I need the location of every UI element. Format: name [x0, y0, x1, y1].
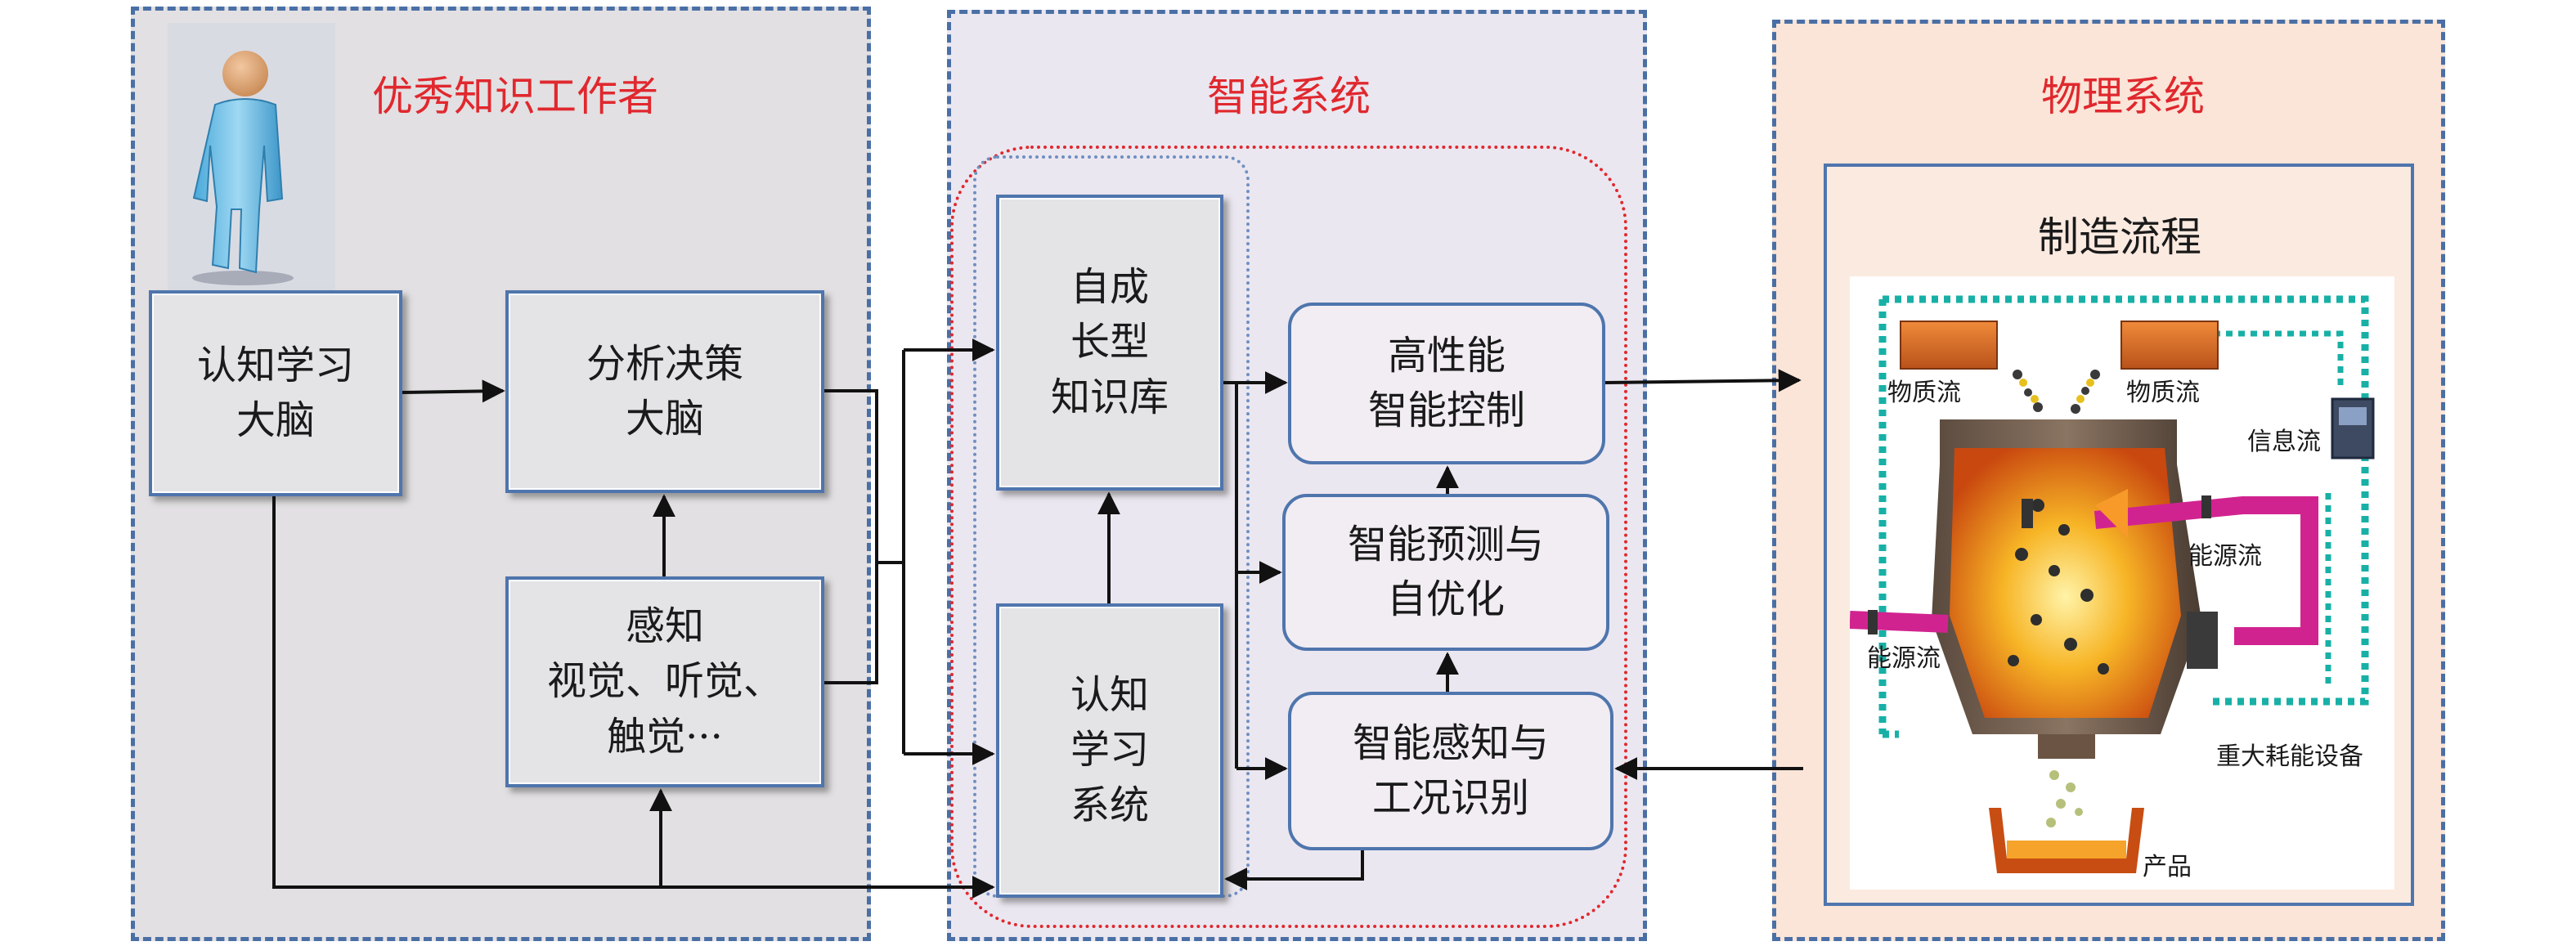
intelligent-sensing-box: 智能感知与 工况识别: [1288, 692, 1613, 850]
control-line-1: 高性能: [1387, 332, 1506, 379]
cognitive-learning-brain-box: 认知学习 大脑: [149, 290, 402, 496]
learning-system-line-2: 学习: [1070, 727, 1149, 773]
perception-line-3: 触觉···: [607, 713, 723, 760]
energy-flow-left-label: 能源流: [1867, 644, 1941, 673]
learning-system-line-3: 系统: [1070, 782, 1149, 828]
material-flow-left-label: 物质流: [1887, 379, 1961, 407]
worker-title: 优秀知识工作者: [372, 73, 658, 120]
knowledge-base-line-2: 长型: [1070, 319, 1149, 365]
perception-line-2: 视觉、听觉、: [546, 658, 783, 705]
energy-equipment-label: 重大耗能设备: [2216, 742, 2363, 771]
product-label: 产品: [2143, 853, 2192, 881]
intelligent-prediction-box: 智能预测与 自优化: [1282, 494, 1609, 651]
material-flow-right-label: 物质流: [2126, 379, 2200, 407]
energy-flow-right-label: 能源流: [2188, 542, 2262, 571]
manufacturing-process-title: 制造流程: [2038, 213, 2201, 261]
decision-brain-line-2: 大脑: [625, 396, 704, 442]
perception-box: 感知 视觉、听觉、 触觉···: [505, 576, 824, 787]
prediction-line-1: 智能预测与: [1347, 521, 1544, 567]
intelligent-control-box: 高性能 智能控制: [1288, 303, 1605, 464]
knowledge-base-line-1: 自成: [1070, 264, 1149, 311]
furnace-illustration: [1850, 276, 2394, 890]
person-icon: [192, 51, 294, 285]
info-flow-label: 信息流: [2247, 428, 2321, 456]
sensing-line-2: 工况识别: [1371, 775, 1529, 821]
prediction-line-2: 自优化: [1386, 576, 1505, 622]
cognitive-brain-line-1: 认知学习: [196, 342, 354, 388]
analysis-decision-brain-box: 分析决策 大脑: [505, 290, 824, 493]
blast-furnace-icon: [1850, 295, 2375, 873]
cognitive-brain-line-2: 大脑: [236, 397, 315, 443]
knowledge-base-box: 自成 长型 知识库: [996, 195, 1223, 491]
knowledge-base-line-3: 知识库: [1050, 374, 1169, 420]
learning-system-line-1: 认知: [1070, 672, 1149, 719]
decision-brain-line-1: 分析决策: [586, 340, 743, 387]
control-line-2: 智能控制: [1367, 388, 1525, 433]
intelligent-red-dotted-outline: [950, 146, 1627, 928]
perception-line-1: 感知: [625, 603, 704, 650]
sensing-line-1: 智能感知与: [1352, 720, 1549, 766]
learning-system-box: 认知 学习 系统: [996, 603, 1223, 898]
physical-title: 物理系统: [2041, 73, 2205, 120]
person-figure: [168, 23, 335, 291]
intelligent-title: 智能系统: [1207, 73, 1371, 120]
